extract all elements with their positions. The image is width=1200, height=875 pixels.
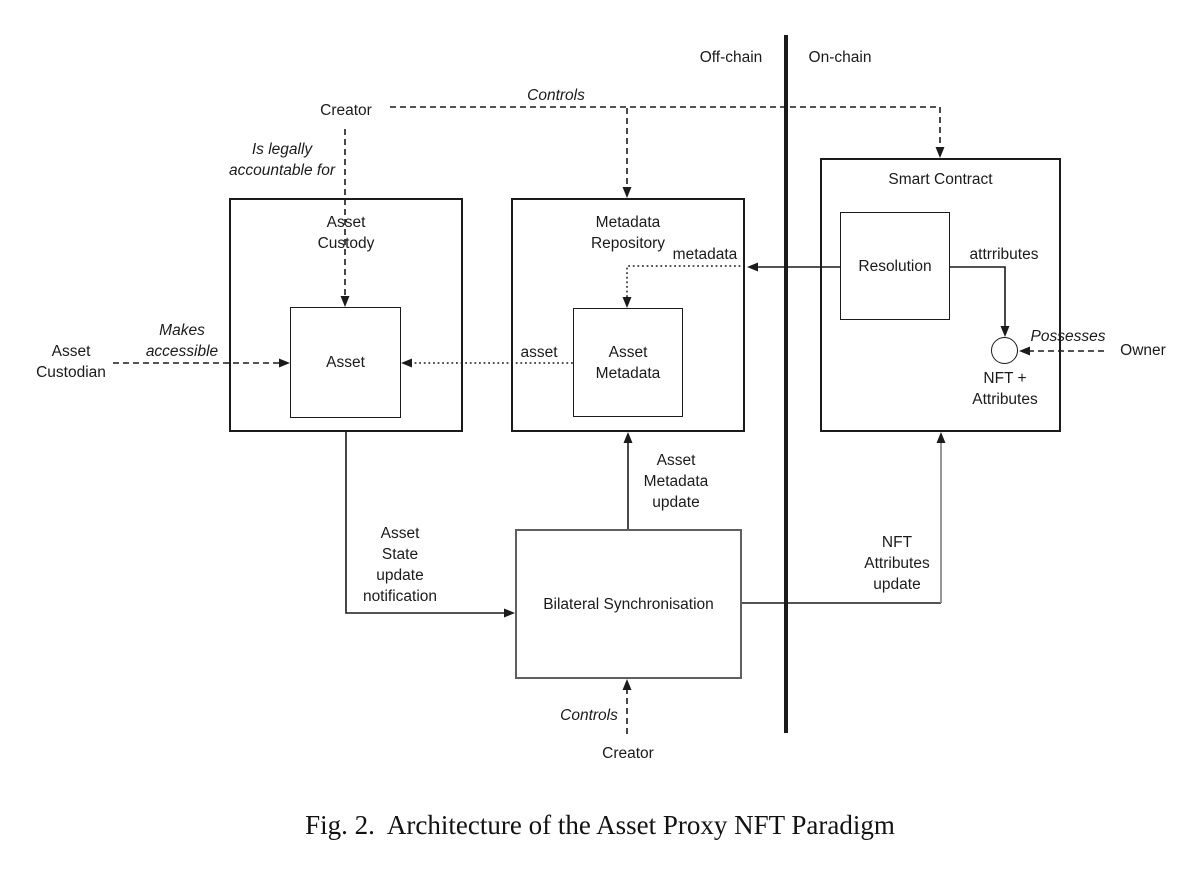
resolution-box: Resolution (840, 212, 950, 320)
metadata-repository-title: Metadata Repository (590, 214, 666, 252)
nft-attributes-update-label: NFT Attributes update (864, 534, 930, 593)
is-legally-accountable-label: Is legally accountable for (229, 141, 335, 179)
bilateral-synchronisation-label: Bilateral Synchronisation (543, 595, 714, 613)
asset-state-update-label: Asset State update notification (362, 525, 438, 605)
creator-bottom-label: Creator (602, 745, 654, 762)
smart-contract-box: Smart Contract (820, 158, 1061, 432)
figure-caption: Fig. 2. Architecture of the Asset Proxy … (305, 810, 895, 840)
attributes-edge-label: attrributes (969, 246, 1039, 263)
owner-label: Owner (1120, 342, 1166, 359)
possesses-label: Possesses (1030, 328, 1106, 345)
smart-contract-title: Smart Contract (888, 171, 993, 188)
asset-metadata-box-label: Asset Metadata (595, 343, 661, 382)
controls-bottom-label: Controls (560, 707, 618, 724)
creator-top-label: Creator (320, 102, 372, 119)
asset-edge-label: asset (520, 344, 558, 361)
metadata-repository-box: Metadata Repository (511, 198, 745, 432)
asset-metadata-update-label: Asset Metadata update (643, 452, 709, 511)
controls-top-label: Controls (527, 87, 585, 104)
metadata-edge-label: metadata (672, 246, 738, 263)
off-chain-region-label: Off-chain (699, 49, 763, 66)
nft-circle (991, 337, 1018, 364)
asset-custody-box: Asset Custody (229, 198, 463, 432)
nft-attributes-label: NFT + Attributes (972, 370, 1038, 408)
asset-custody-title: Asset Custody (317, 214, 375, 252)
makes-accessible-label: Makes accessible (145, 322, 219, 360)
on-chain-region-label: On-chain (808, 49, 872, 66)
asset-box-label: Asset (326, 354, 365, 371)
bilateral-synchronisation-box: Bilateral Synchronisation (515, 529, 742, 679)
asset-custodian-label: Asset Custodian (36, 343, 106, 381)
resolution-box-label: Resolution (858, 257, 932, 275)
asset-box: Asset (290, 307, 401, 418)
asset-metadata-box: Asset Metadata (573, 308, 683, 417)
